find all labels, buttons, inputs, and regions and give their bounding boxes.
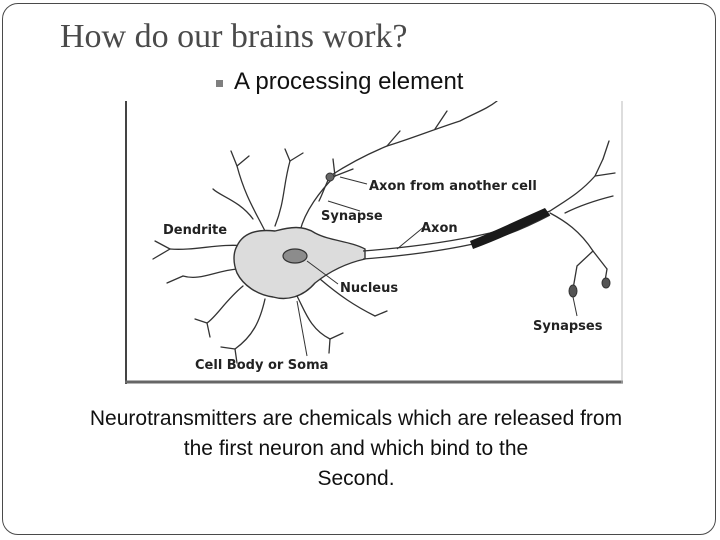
axon-myelin-sheath [470, 208, 550, 249]
caption: Neurotransmitters are chemicals which ar… [40, 404, 672, 494]
label-axon-from-another-cell: Axon from another cell [369, 179, 537, 194]
caption-line-1: Neurotransmitters are chemicals which ar… [89, 407, 623, 430]
synapse-terminal-bulb-2 [601, 277, 611, 289]
slide-title: How do our brains work? [60, 18, 408, 55]
label-axon: Axon [421, 221, 458, 236]
synapse-terminal-bulb [568, 284, 578, 298]
label-dendrite: Dendrite [163, 223, 227, 238]
nucleus [282, 248, 308, 264]
neuron-diagram: Axon from another cell Synapse Axon Dend… [125, 101, 623, 384]
label-synapses: Synapses [533, 319, 603, 334]
caption-line-3: Second. [317, 467, 395, 490]
caption-line-2: the first neuron and which bind to the [183, 437, 529, 460]
bullet-item: A processing element [216, 68, 463, 96]
incoming-synapse-bulb [325, 172, 335, 182]
bullet-text: A processing element [234, 68, 464, 95]
label-nucleus: Nucleus [340, 281, 398, 296]
axon-terminal-branches [549, 140, 616, 290]
square-bullet-icon [216, 79, 223, 87]
label-cell-body: Cell Body or Soma [195, 358, 328, 373]
label-leader-lines [296, 176, 578, 357]
label-synapse: Synapse [321, 209, 383, 224]
slide-frame [2, 3, 716, 535]
